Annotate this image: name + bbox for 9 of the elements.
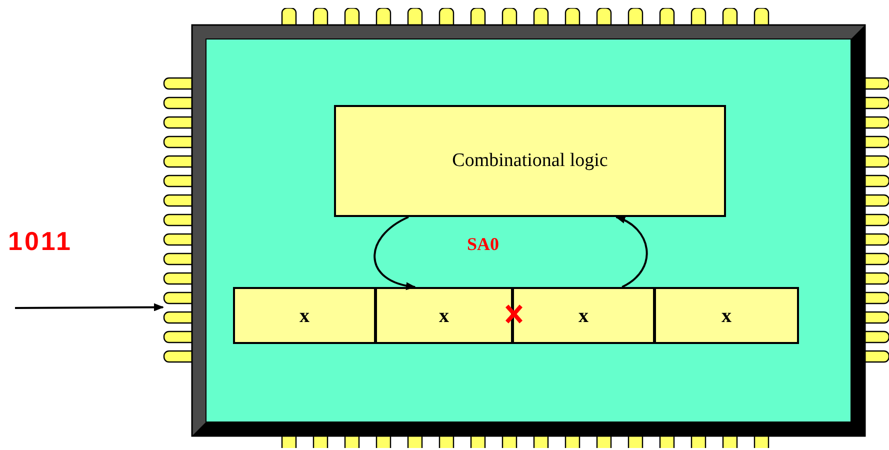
register-cell: x bbox=[654, 287, 799, 344]
register-cell: x bbox=[512, 287, 655, 344]
register-cell: x bbox=[233, 287, 376, 344]
arrow bbox=[615, 216, 648, 288]
logic-block: Combinational logic bbox=[334, 105, 726, 217]
register-cell: x bbox=[375, 287, 513, 344]
fault-label: SA0 bbox=[467, 234, 500, 255]
arrow bbox=[15, 303, 164, 312]
arrow bbox=[374, 216, 416, 290]
